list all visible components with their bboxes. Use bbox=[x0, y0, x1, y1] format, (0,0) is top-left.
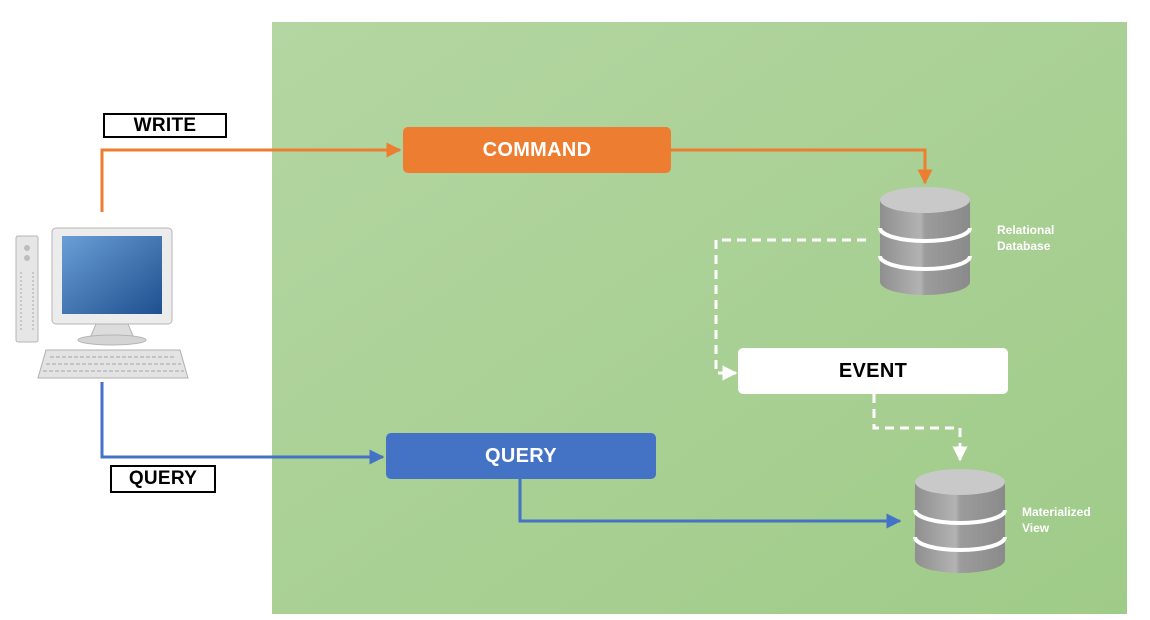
write-label: WRITE bbox=[103, 113, 227, 138]
query-node: QUERY bbox=[386, 433, 656, 479]
materialized-view-icon bbox=[913, 469, 1007, 573]
query-label: QUERY bbox=[110, 465, 216, 493]
db-to-event-arrow bbox=[714, 238, 866, 381]
command-node: COMMAND bbox=[403, 127, 671, 173]
query-arrow bbox=[100, 382, 385, 465]
query-to-view-arrow bbox=[518, 478, 902, 529]
event-node: EVENT bbox=[738, 348, 1008, 394]
command-to-db-arrow bbox=[670, 148, 933, 185]
event-to-view-arrow bbox=[872, 394, 968, 462]
computer-icon bbox=[15, 227, 189, 379]
materialized-view-label: Materialized View bbox=[1022, 505, 1091, 535]
write-arrow bbox=[100, 142, 402, 212]
relational-database-label: Relational Database bbox=[997, 223, 1055, 253]
relational-database-icon bbox=[878, 187, 972, 295]
